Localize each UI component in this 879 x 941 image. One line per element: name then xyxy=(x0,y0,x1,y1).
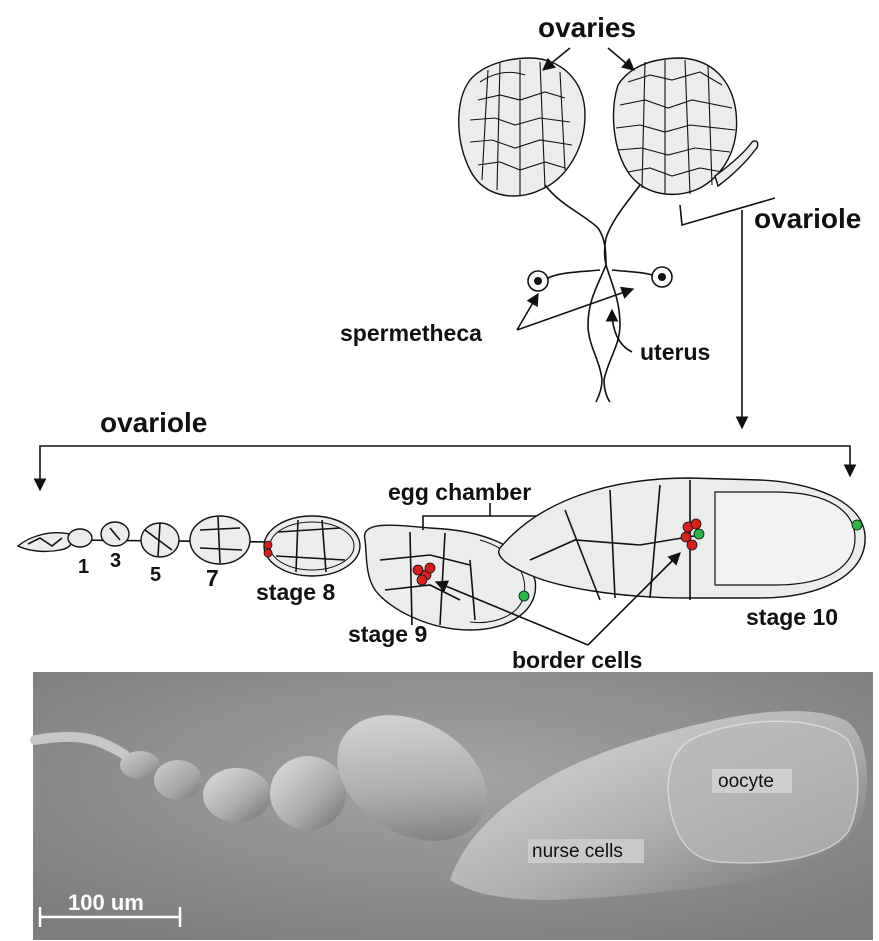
egg-chamber-label: egg chamber xyxy=(388,479,531,505)
ovariole-label-top: ovariole xyxy=(754,203,861,234)
spermetheca-right xyxy=(612,267,672,287)
stage-9-label: stage 9 xyxy=(348,621,427,647)
border-cells-label: border cells xyxy=(512,647,642,673)
early-egg-chambers xyxy=(68,516,270,564)
stage-8-egg-chamber xyxy=(264,516,360,576)
germarium xyxy=(18,533,72,552)
stage-10-label: stage 10 xyxy=(746,604,838,630)
nurse-cells-label: nurse cells xyxy=(532,841,623,862)
scale-bar-label: 100 um xyxy=(68,890,144,915)
ovaries-label: ovaries xyxy=(538,12,636,43)
stage-8-label: stage 8 xyxy=(256,579,335,605)
oocyte-label: oocyte xyxy=(718,771,774,792)
ovariole-label-mid: ovariole xyxy=(100,407,207,438)
left-ovary xyxy=(459,58,606,265)
spermetheca-label: spermetheca xyxy=(340,320,482,346)
stage-10-egg-chamber xyxy=(499,478,865,600)
uterus-label: uterus xyxy=(640,339,710,365)
stage-1-label: 1 xyxy=(78,556,89,578)
stage-7-label: 7 xyxy=(206,565,219,591)
right-ovary xyxy=(605,58,758,265)
spermetheca-left xyxy=(528,270,600,291)
dic-micrograph xyxy=(33,672,873,940)
stage-5-label: 5 xyxy=(150,564,161,586)
reproductive-tract-drawing xyxy=(459,58,758,402)
stage-3-label: 3 xyxy=(110,550,121,572)
